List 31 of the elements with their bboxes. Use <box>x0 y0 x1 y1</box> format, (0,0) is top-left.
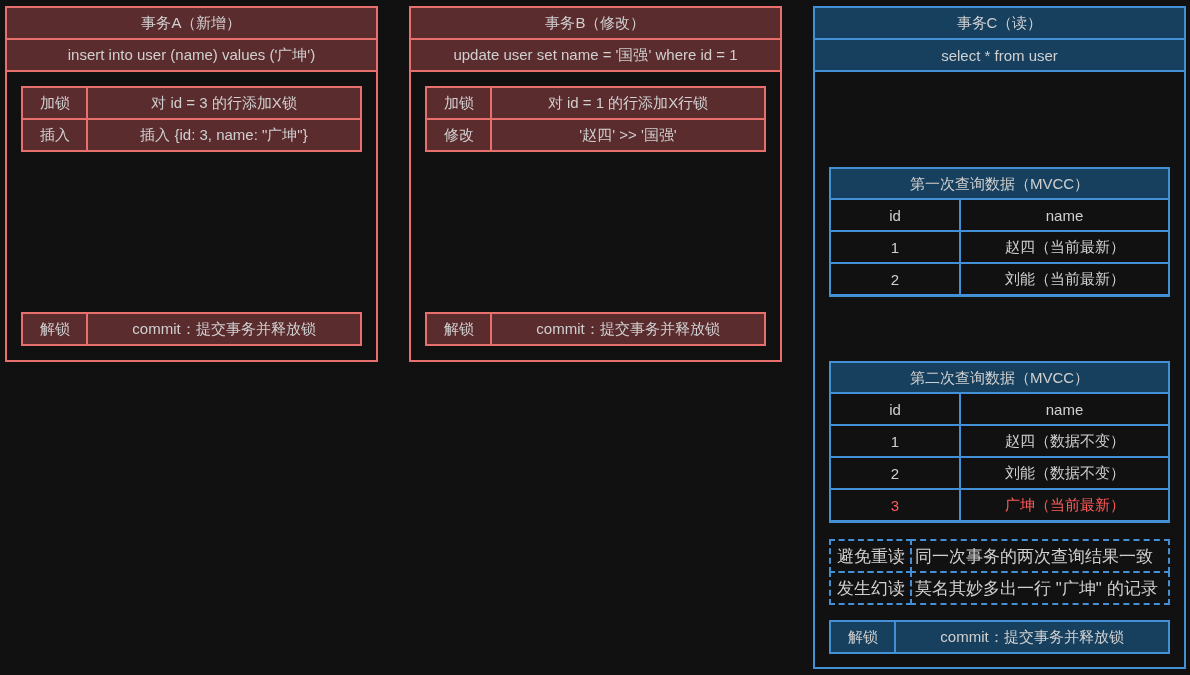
table-cell: 加锁 <box>21 86 88 120</box>
table-header: 第二次查询数据（MVCC） <box>831 363 1168 394</box>
table-cell: 解锁 <box>21 312 88 346</box>
transaction-panel <box>409 6 782 362</box>
note-cell: 发生幻读 <box>829 571 912 605</box>
table-cell: 插入 <box>21 118 88 152</box>
table-cell: 修改 <box>425 118 492 152</box>
table-cell: 插入 {id: 3, name: "广坤"} <box>86 118 362 152</box>
header-bar: 事务A（新增） <box>7 8 376 40</box>
table-header: 第一次查询数据（MVCC） <box>831 169 1168 200</box>
header-bar: 事务B（修改） <box>411 8 780 40</box>
table-cell: 解锁 <box>829 620 896 654</box>
statement-bar: insert into user (name) values ('广坤') <box>7 40 376 72</box>
note-cell: 同一次事务的两次查询结果一致 <box>910 539 1170 573</box>
table-cell: 对 id = 3 的行添加X锁 <box>86 86 362 120</box>
data-table <box>829 361 1170 523</box>
table-cell: commit：提交事务并释放锁 <box>490 312 766 346</box>
table-cell: 对 id = 1 的行添加X行锁 <box>490 86 766 120</box>
table-cell: '赵四' >> '国强' <box>490 118 766 152</box>
transaction-panel <box>813 6 1186 669</box>
table-cell: 解锁 <box>425 312 492 346</box>
table-cell: commit：提交事务并释放锁 <box>894 620 1170 654</box>
statement-bar: select * from user <box>815 40 1184 72</box>
transaction-panel <box>5 6 378 362</box>
note-cell: 避免重读 <box>829 539 912 573</box>
table-cell: 加锁 <box>425 86 492 120</box>
note-cell: 莫名其妙多出一行 "广坤" 的记录 <box>910 571 1170 605</box>
table-cell: commit：提交事务并释放锁 <box>86 312 362 346</box>
data-table <box>829 167 1170 297</box>
header-bar: 事务C（读） <box>815 8 1184 40</box>
statement-bar: update user set name = '国强' where id = 1 <box>411 40 780 72</box>
